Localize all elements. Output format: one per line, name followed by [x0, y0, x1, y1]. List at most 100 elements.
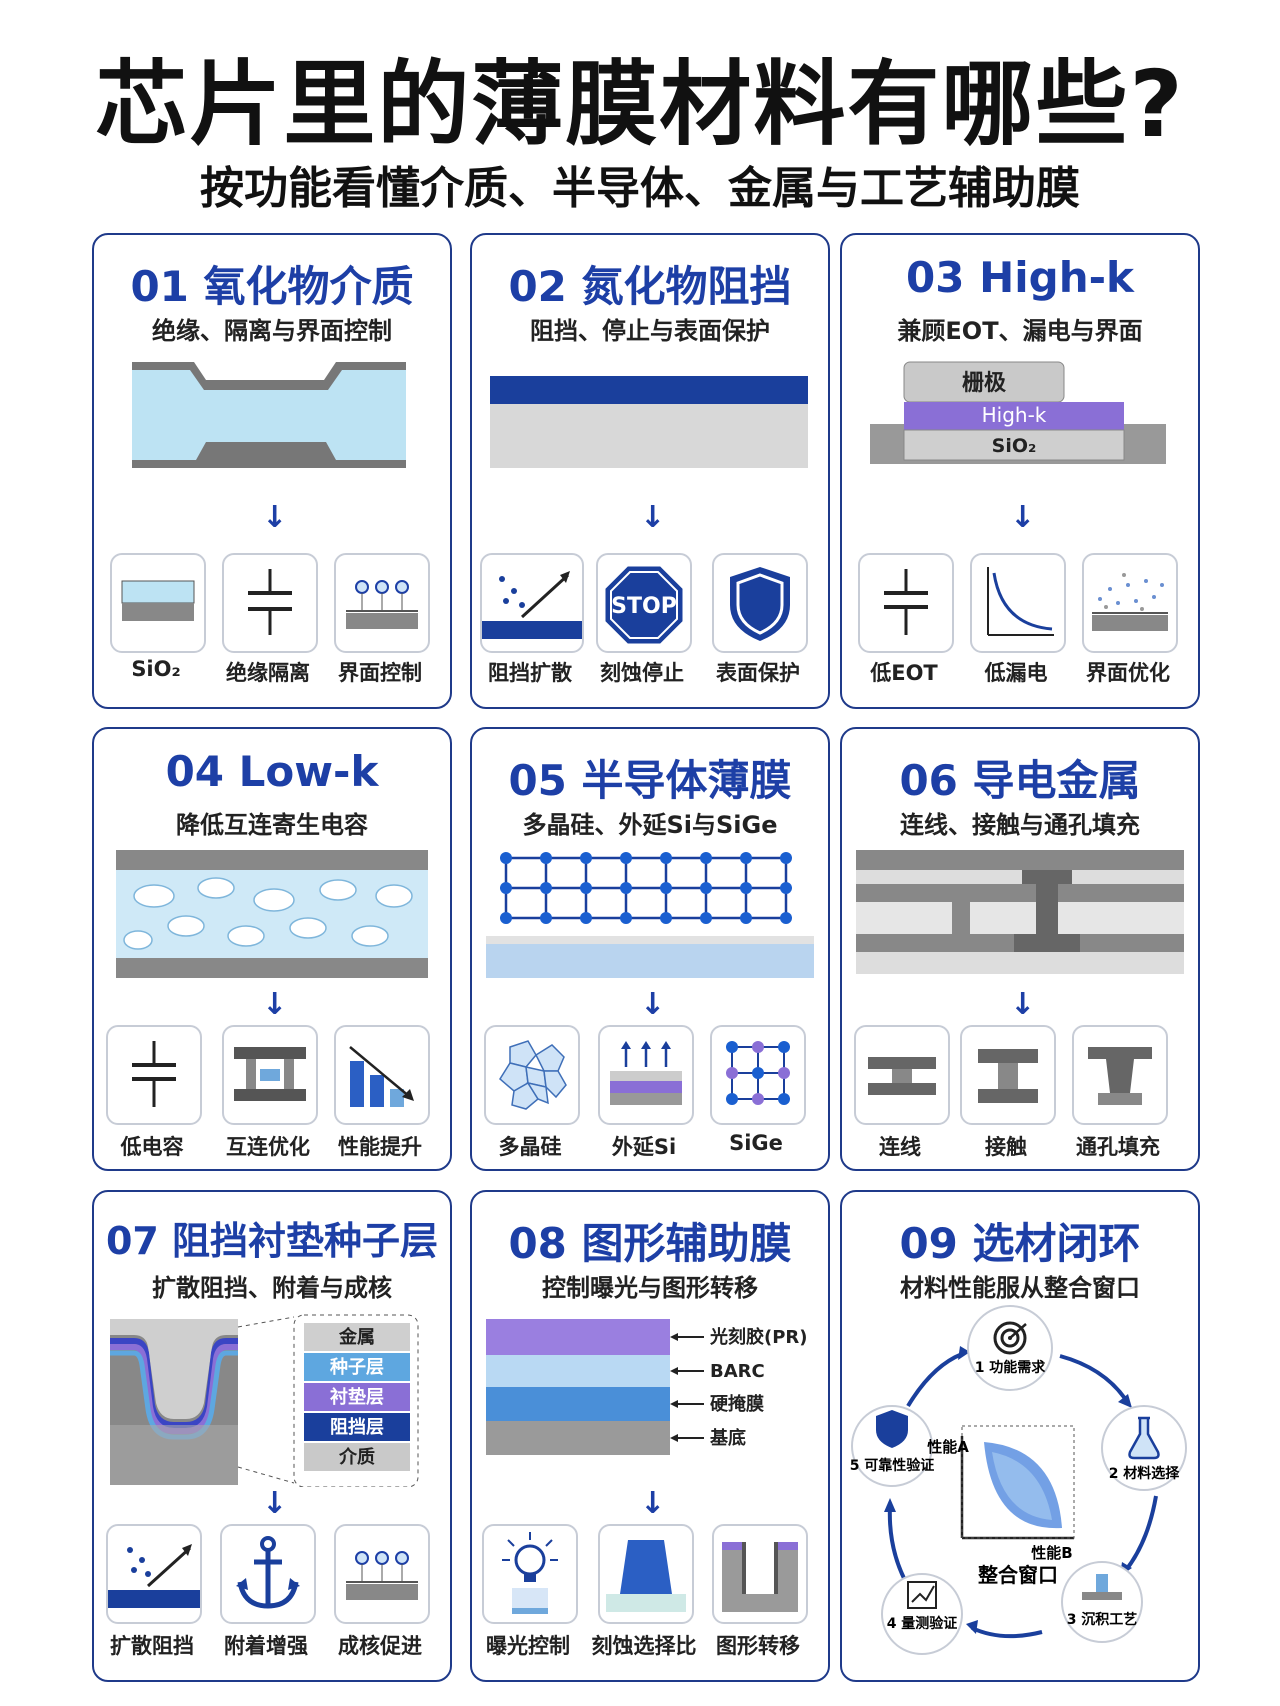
item-label: 绝缘隔离: [226, 661, 310, 685]
loop-step-label: 5 可靠性验证: [850, 1457, 935, 1474]
item-label: 刻蚀选择比: [591, 1634, 697, 1658]
item-label: 刻蚀停止: [600, 661, 684, 685]
card-selection-loop: 09 选材闭环 材料性能服从整合窗口 1 功能需求 2 材料选择 3 沉积工艺 …: [840, 1190, 1200, 1682]
item-label: 界面控制: [338, 661, 422, 685]
down-arrow-icon: ↓: [640, 500, 666, 535]
page-subtitle: 按功能看懂介质、半导体、金属与工艺辅助膜: [200, 163, 1080, 214]
metal-interconnect-diagram: [856, 850, 1184, 974]
card-metal: 06 导电金属 连线、接触与通孔填充 ↓ 连线 接触 通孔填充: [840, 727, 1200, 1171]
crystal-lattice-diagram: [486, 852, 814, 978]
item-label: 低漏电: [984, 661, 1048, 685]
item-label: SiO₂: [131, 657, 181, 681]
anchor-icon: [220, 1524, 316, 1624]
card-patterning-films: 08 图形辅助膜 控制曝光与图形转移 光刻胶(PR) BARC 硬掩膜 基底 ↓…: [470, 1190, 830, 1682]
performance-chart-icon: [334, 1025, 430, 1125]
card-semiconductor: 05 半导体薄膜 多晶硅、外延Si与SiGe ↓ 多晶硅 外延Si SiGe: [470, 727, 830, 1171]
item-label: 曝光控制: [486, 1634, 570, 1658]
oxide-conformal-diagram: [132, 362, 406, 468]
highk-label: High-k: [982, 403, 1047, 427]
card-nitride: 02 氮化物阻挡 阻挡、停止与表面保护 ↓ STOP 阻挡扩散 刻蚀停止 表面保…: [470, 233, 830, 709]
stop-sign-icon: STOP: [596, 553, 692, 653]
layer-label: 阻挡层: [330, 1416, 384, 1438]
layer-label: 光刻胶(PR): [709, 1326, 808, 1348]
card-highk: 03 High-k 兼顾EOT、漏电与界面 栅极 High-k SiO₂ ↓ 低…: [840, 233, 1200, 709]
card-oxide: 01 氧化物介质 绝缘、隔离与界面控制 ↓ SiO₂ 绝缘隔离 界面控制: [92, 233, 452, 709]
item-label: 通孔填充: [1076, 1135, 1160, 1159]
card-lowk: 04 Low-k 降低互连寄生电容 ↓ 低电容 互连优化 性能提升: [92, 727, 452, 1171]
card-title: 03 High-k: [906, 253, 1134, 302]
down-arrow-icon: ↓: [1010, 987, 1036, 1022]
card-title: 04 Low-k: [165, 747, 379, 796]
item-label: 外延Si: [611, 1135, 677, 1159]
card-title: 02 氮化物阻挡: [508, 262, 792, 311]
capacitor-icon: [106, 1025, 202, 1125]
window-label: 整合窗口: [977, 1563, 1058, 1587]
pattern-transfer-icon: [712, 1524, 808, 1624]
card-title: 06 导电金属: [899, 756, 1141, 805]
item-label: 阻挡扩散: [488, 661, 572, 685]
exposure-lightbulb-icon: [482, 1524, 578, 1624]
card-title: 08 图形辅助膜: [508, 1219, 792, 1268]
down-arrow-icon: ↓: [640, 987, 666, 1022]
item-label: 表面保护: [716, 661, 800, 685]
item-label: 多晶硅: [498, 1135, 562, 1159]
card-title: 01 氧化物介质: [130, 262, 414, 311]
card-subtitle: 控制曝光与图形转移: [542, 1274, 758, 1302]
capacitor-icon: [222, 553, 318, 653]
item-label: 界面优化: [1086, 661, 1170, 685]
item-label: 接触: [985, 1135, 1027, 1159]
diffusion-barrier-icon: [106, 1524, 202, 1624]
card-subtitle: 兼顾EOT、漏电与界面: [897, 317, 1143, 345]
card-title: 05 半导体薄膜: [508, 756, 792, 805]
gate-label: 栅极: [962, 371, 1007, 396]
line-wire-icon: [854, 1025, 950, 1125]
selection-loop-diagram: 1 功能需求 2 材料选择 3 沉积工艺 4 量测验证 5 可靠性验证 性能A …: [850, 1305, 1187, 1655]
contact-icon: [960, 1025, 1056, 1125]
card-subtitle: 绝缘、隔离与界面控制: [152, 317, 392, 345]
item-label: 连线: [879, 1135, 921, 1159]
loop-step-label: 4 量测验证: [887, 1615, 958, 1632]
card-subtitle: 扩散阻挡、附着与成核: [152, 1274, 392, 1302]
down-arrow-icon: ↓: [262, 987, 288, 1022]
stop-text: STOP: [611, 594, 677, 619]
card-title: 09 选材闭环: [899, 1219, 1141, 1268]
card-subtitle: 降低互连寄生电容: [176, 811, 368, 839]
loop-step-label: 1 功能需求: [975, 1359, 1047, 1376]
shield-icon: [712, 553, 808, 653]
item-label: 互连优化: [226, 1135, 310, 1159]
item-label: 低电容: [120, 1135, 184, 1159]
leakage-curve-icon: [970, 553, 1066, 653]
item-label: 图形转移: [716, 1634, 800, 1658]
epitaxial-si-icon: [598, 1025, 694, 1125]
nitride-layer-diagram: [490, 376, 808, 468]
diffusion-barrier-icon: [480, 553, 584, 653]
sige-lattice-icon: [710, 1025, 806, 1125]
layer-label: 介质: [338, 1446, 375, 1468]
card-subtitle: 阻挡、停止与表面保护: [530, 317, 770, 345]
interface-optimize-icon: [1082, 553, 1178, 653]
loop-step-label: 2 材料选择: [1109, 1465, 1181, 1482]
card-subtitle: 材料性能服从整合窗口: [900, 1274, 1140, 1302]
layer-label: 金属: [338, 1326, 375, 1348]
nucleation-icon: [334, 1524, 430, 1624]
down-arrow-icon: ↓: [262, 1486, 288, 1521]
sio2-label: SiO₂: [992, 435, 1037, 457]
item-label: 扩散阻挡: [110, 1634, 194, 1658]
layer-label: 基底: [709, 1427, 746, 1449]
patterning-stack-diagram: 光刻胶(PR) BARC 硬掩膜 基底: [486, 1319, 808, 1455]
item-label: SiGe: [729, 1131, 783, 1155]
down-arrow-icon: ↓: [1010, 500, 1036, 535]
item-label: 性能提升: [338, 1135, 422, 1159]
item-label: 成核促进: [338, 1634, 422, 1658]
axis-x-label: 性能B: [1031, 1544, 1072, 1562]
polysilicon-grains-icon: [484, 1025, 580, 1125]
axis-y-label: 性能A: [927, 1438, 969, 1456]
item-label: 低EOT: [870, 661, 938, 685]
loop-step-label: 3 沉积工艺: [1067, 1611, 1138, 1628]
highk-gate-stack-diagram: 栅极 High-k SiO₂: [870, 361, 1166, 464]
card-title: 07 阻挡衬垫种子层: [105, 1219, 439, 1263]
layer-label: 种子层: [329, 1356, 384, 1378]
down-arrow-icon: ↓: [262, 500, 288, 535]
item-label: 附着增强: [224, 1634, 308, 1658]
barrier-liner-seed-diagram: 金属 种子层 衬垫层 阻挡层 介质: [110, 1314, 419, 1487]
